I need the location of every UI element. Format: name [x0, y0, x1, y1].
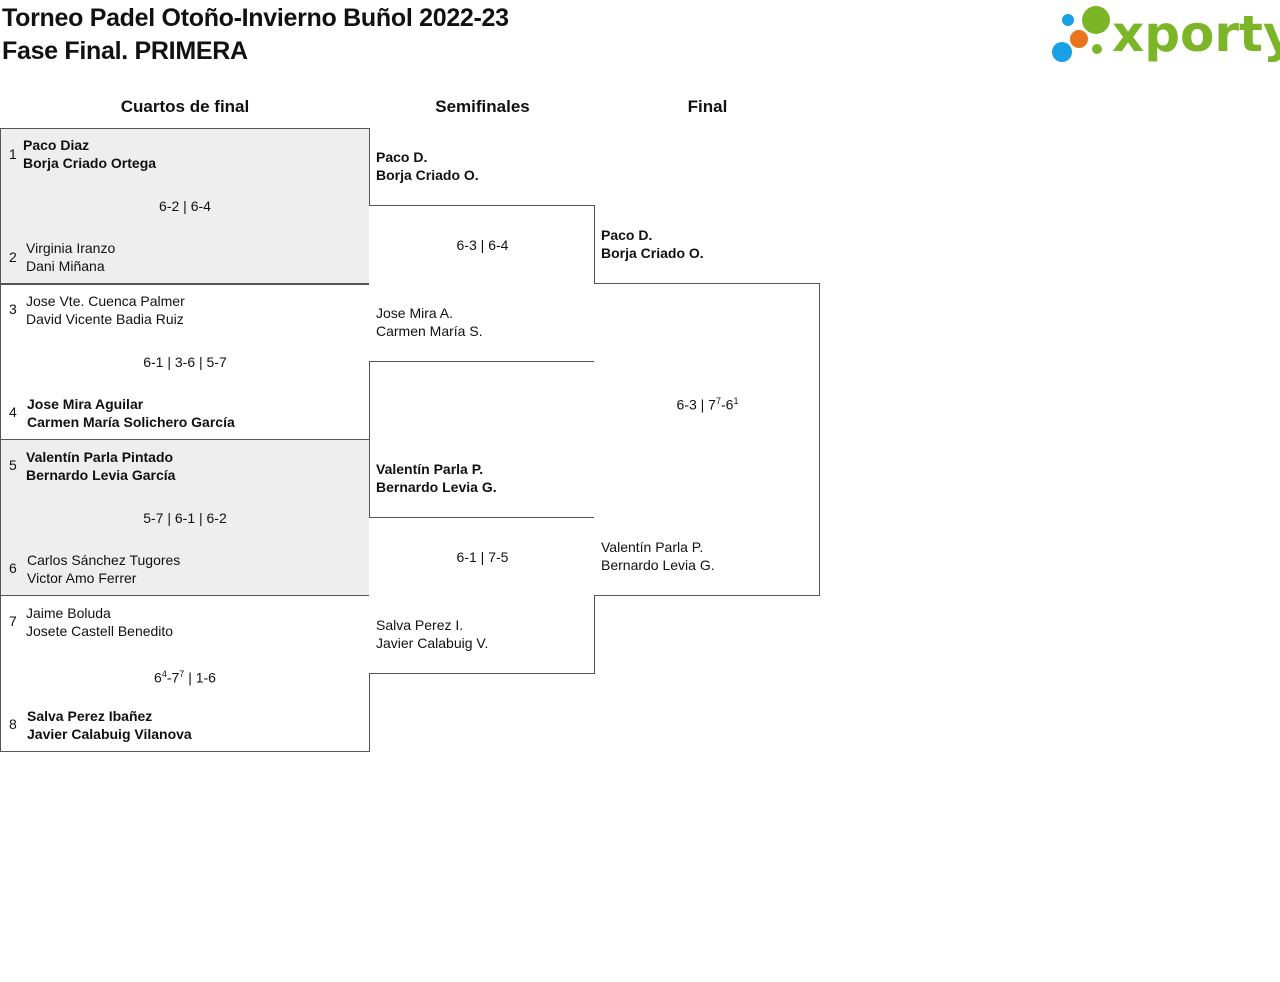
logo-dot-blue-large [1052, 42, 1072, 62]
player-name: Paco D. [601, 227, 653, 243]
match-score: 5-7 | 6-1 | 6-2 [143, 510, 227, 526]
player-name: Jose Mira Aguilar [27, 396, 144, 412]
match-score: 6-2 | 6-4 [159, 198, 211, 214]
team-bottom[interactable]: Jose Mira Aguilar Carmen María Solichero… [27, 395, 235, 431]
round-header-quarterfinals: Cuartos de final [120, 97, 250, 116]
semifinal-1-team-bottom[interactable]: Jose Mira A. Carmen María S. [376, 304, 483, 340]
xporty-logo[interactable]: xporty [1050, 2, 1280, 68]
player-name: Bernardo Levia G. [601, 557, 715, 573]
player-name: Virginia Iranzo [26, 240, 116, 256]
seed-number: 6 [9, 560, 17, 576]
team-top[interactable]: Valentín Parla Pintado Bernardo Levia Ga… [26, 448, 175, 484]
player-name: Valentín Parla Pintado [26, 449, 174, 465]
player-name: Salva Perez I. [376, 617, 464, 633]
final-team-top[interactable]: Paco D. Borja Criado O. [601, 226, 704, 262]
quarterfinal-match-2: 3 Jose Vte. Cuenca Palmer David Vicente … [0, 283, 370, 440]
semifinal-2-score: 6-1 | 7-5 [456, 549, 509, 565]
semifinal-1-score: 6-3 | 6-4 [456, 237, 509, 253]
logo-dot-blue-small [1062, 14, 1074, 26]
player-name: Josete Castell Benedito [26, 623, 174, 639]
match-score: 64-77 | 1-6 [154, 669, 216, 686]
quarterfinal-match-4: 7 Jaime Boluda Josete Castell Benedito 6… [0, 595, 370, 752]
logo-wordmark: xporty [1112, 5, 1280, 63]
semifinal-connector-2 [369, 517, 595, 674]
page-title: Torneo Padel Otoño-Invierno Buñol 2022-2… [2, 4, 509, 32]
seed-number: 4 [9, 404, 17, 420]
logo-dot-green-large [1082, 6, 1110, 34]
player-name: Borja Criado Ortega [23, 155, 157, 171]
player-name: Carmen María S. [376, 323, 483, 339]
logo-dot-green-small [1092, 44, 1102, 54]
player-name: Jose Vte. Cuenca Palmer [26, 293, 185, 309]
quarterfinal-match-1: 1 Paco Diaz Borja Criado Ortega 6-2 | 6-… [0, 128, 370, 285]
player-name: Borja Criado O. [601, 245, 704, 261]
team-bottom[interactable]: Salva Perez Ibañez Javier Calabuig Vilan… [27, 707, 192, 743]
logo-dot-orange [1070, 30, 1088, 48]
seed-number: 8 [9, 716, 17, 732]
page-subtitle: Fase Final. PRIMERA [2, 37, 248, 65]
player-name: Bernardo Levia García [26, 467, 176, 483]
seed-number: 7 [9, 613, 17, 629]
player-name: Victor Amo Ferrer [27, 570, 137, 586]
seed-number: 3 [9, 301, 17, 317]
round-header-final: Final [687, 97, 728, 116]
team-top[interactable]: Jose Vte. Cuenca Palmer David Vicente Ba… [26, 292, 185, 328]
team-top[interactable]: Paco Diaz Borja Criado Ortega [23, 136, 156, 172]
player-name: Valentín Parla P. [376, 461, 484, 477]
team-bottom[interactable]: Virginia Iranzo Dani Miñana [26, 239, 115, 275]
player-name: Dani Miñana [26, 258, 105, 274]
semifinal-2-team-top[interactable]: Valentín Parla P. Bernardo Levia G. [376, 460, 497, 496]
round-header-semifinals: Semifinales [435, 97, 530, 116]
team-bottom[interactable]: Carlos Sánchez Tugores Victor Amo Ferrer [27, 551, 180, 587]
player-name: Salva Perez Ibañez [27, 708, 153, 724]
player-name: Jaime Boluda [26, 605, 111, 621]
player-name: Javier Calabuig Vilanova [27, 726, 192, 742]
seed-number: 5 [9, 457, 17, 473]
player-name: Borja Criado O. [376, 167, 479, 183]
seed-number: 2 [9, 249, 17, 265]
team-top[interactable]: Jaime Boluda Josete Castell Benedito [26, 604, 173, 640]
player-name: Jose Mira A. [376, 305, 454, 321]
seed-number: 1 [9, 146, 17, 162]
player-name: Valentín Parla P. [601, 539, 704, 555]
final-score: 6-3 | 77-61 [676, 396, 739, 413]
semifinal-connector-1 [369, 205, 595, 362]
player-name: David Vicente Badia Ruiz [26, 311, 184, 327]
final-team-bottom[interactable]: Valentín Parla P. Bernardo Levia G. [601, 538, 715, 574]
player-name: Javier Calabuig V. [376, 635, 489, 651]
quarterfinal-match-3: 5 Valentín Parla Pintado Bernardo Levia … [0, 439, 370, 596]
player-name: Carmen María Solichero García [27, 414, 235, 430]
final-connector [594, 283, 820, 596]
player-name: Paco D. [376, 149, 428, 165]
match-score: 6-1 | 3-6 | 5-7 [143, 354, 227, 370]
player-name: Paco Diaz [23, 137, 90, 153]
semifinal-2-team-bottom[interactable]: Salva Perez I. Javier Calabuig V. [376, 616, 488, 652]
player-name: Bernardo Levia G. [376, 479, 497, 495]
semifinal-1-team-top[interactable]: Paco D. Borja Criado O. [376, 148, 479, 184]
player-name: Carlos Sánchez Tugores [27, 552, 181, 568]
